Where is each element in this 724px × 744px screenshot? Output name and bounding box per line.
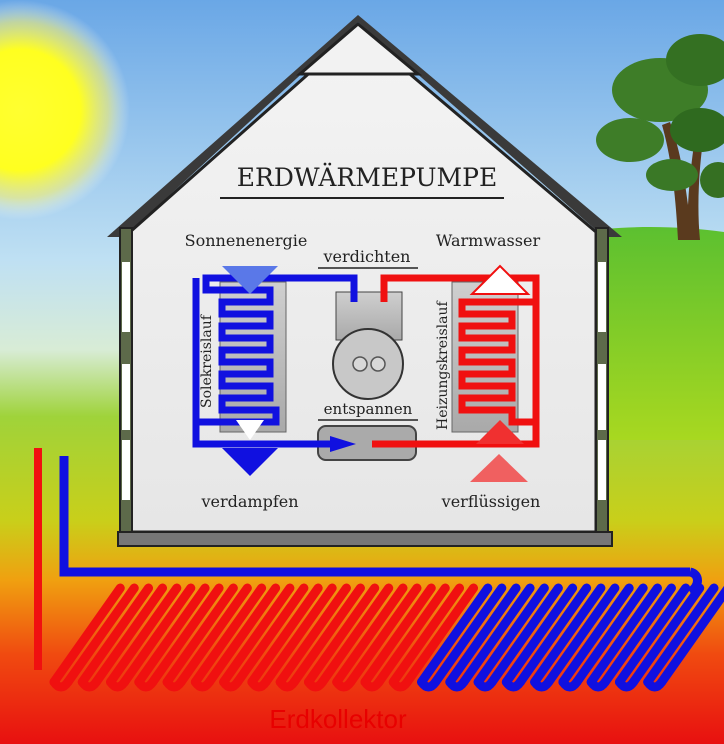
collector-coil-bend	[134, 677, 158, 692]
collector-coil-bend	[219, 677, 243, 692]
collector-coil	[558, 583, 648, 687]
collector-coil	[247, 583, 337, 687]
collector-coil	[530, 583, 620, 687]
collector-coil-bend	[162, 677, 186, 692]
collector-coil	[388, 583, 479, 687]
collector-coil	[162, 583, 252, 687]
label-expand: entspannen	[324, 400, 413, 418]
collector-coil	[275, 583, 365, 687]
sun-energy-inflow-arrow-icon	[222, 266, 278, 294]
collector-coil	[586, 583, 676, 687]
collector-coil-bend	[643, 677, 667, 692]
label-sun-energy: Sonnenenergie	[185, 231, 308, 250]
evaporate-arrow-icon	[222, 448, 278, 476]
condense-arrow-icon	[470, 454, 528, 482]
collector-coil-bend	[614, 677, 638, 692]
collector-coil-bend	[247, 677, 271, 692]
compressor	[332, 291, 404, 400]
hot-water-arrow-inner	[480, 270, 520, 290]
collector-coil	[219, 583, 309, 687]
collector-coil-bend	[332, 677, 356, 692]
collector-coil-bend	[586, 677, 610, 692]
collector-coil	[360, 583, 450, 687]
label-hot-water: Warmwasser	[436, 231, 541, 250]
collector-coil	[303, 583, 394, 687]
collector-coil-bend	[77, 677, 101, 692]
collector-coil-bend	[445, 677, 469, 692]
condenser-up-arrow-icon	[476, 420, 524, 444]
label-ground-collector: Erdkollektor	[269, 704, 407, 734]
collector-coil	[190, 583, 281, 687]
collector-coil-bend	[360, 677, 384, 692]
diagram-title: ERDWÄRMEPUMPE	[237, 163, 497, 192]
cold-refrigerant-loop	[192, 274, 358, 448]
collector-coil-bend	[303, 677, 327, 692]
collector-coil-bend	[558, 677, 582, 692]
collector-coil-bend	[106, 677, 130, 692]
label-condense: verflüssigen	[441, 492, 541, 511]
collector-coil-bend	[190, 677, 214, 692]
collector-coil	[77, 583, 168, 687]
collector-coil	[473, 583, 563, 687]
collector-coil-bend	[530, 677, 554, 692]
collector-coil	[134, 583, 224, 687]
label-compress: verdichten	[323, 247, 411, 266]
collector-coil	[106, 583, 196, 687]
collector-coil	[332, 583, 422, 687]
collector-coil	[643, 583, 724, 687]
collector-coil	[614, 583, 705, 687]
ground-collector	[34, 448, 724, 692]
sun-icon	[0, 0, 130, 220]
flow-arrow-right-icon	[330, 436, 356, 452]
label-brine-circuit: Solekreislauf	[199, 313, 215, 408]
collector-coil-bend	[275, 677, 299, 692]
collector-coil-bend	[388, 677, 412, 692]
tree-icon	[596, 34, 724, 240]
collector-coil	[501, 583, 592, 687]
label-heating-circuit: Heizungskreislauf	[435, 300, 451, 430]
collector-coil	[417, 583, 507, 687]
collector-coil-bend	[501, 677, 525, 692]
collector-coil-bend	[417, 677, 441, 692]
collector-coil	[445, 583, 535, 687]
collector-coil	[49, 583, 139, 687]
evaporator-down-arrow-icon	[236, 420, 264, 440]
collector-coil-bend	[49, 677, 73, 692]
label-evaporate: verdampfen	[200, 492, 298, 511]
collector-coil-bend	[473, 677, 497, 692]
